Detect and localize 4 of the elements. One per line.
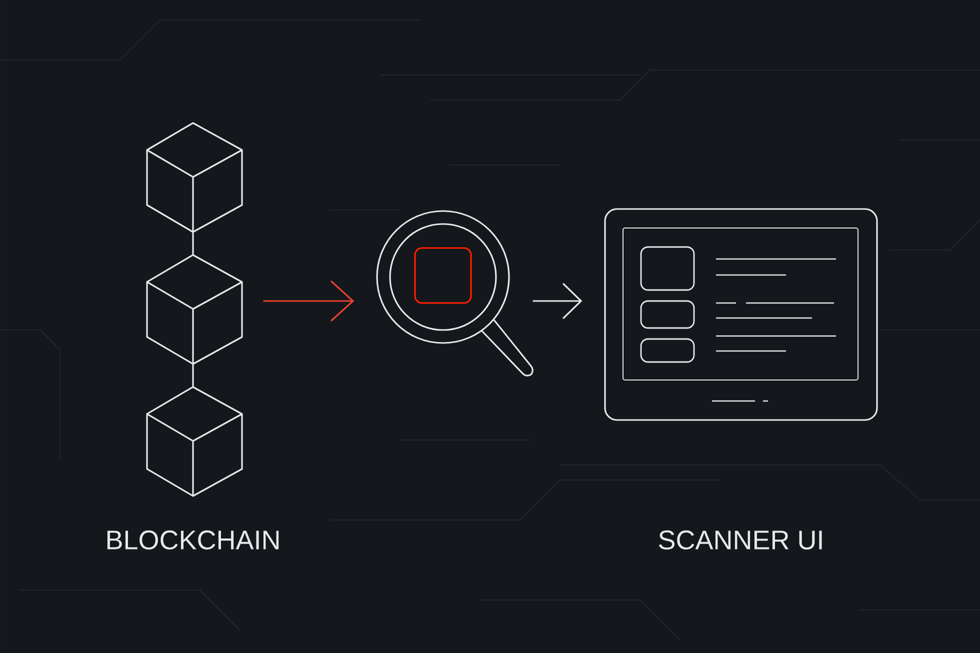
node-label: SCANNER UI	[658, 530, 822, 550]
arrow	[263, 280, 354, 322]
magnifier-drawing	[376, 210, 534, 376]
node-label: BLOCKCHAIN	[107, 530, 279, 550]
